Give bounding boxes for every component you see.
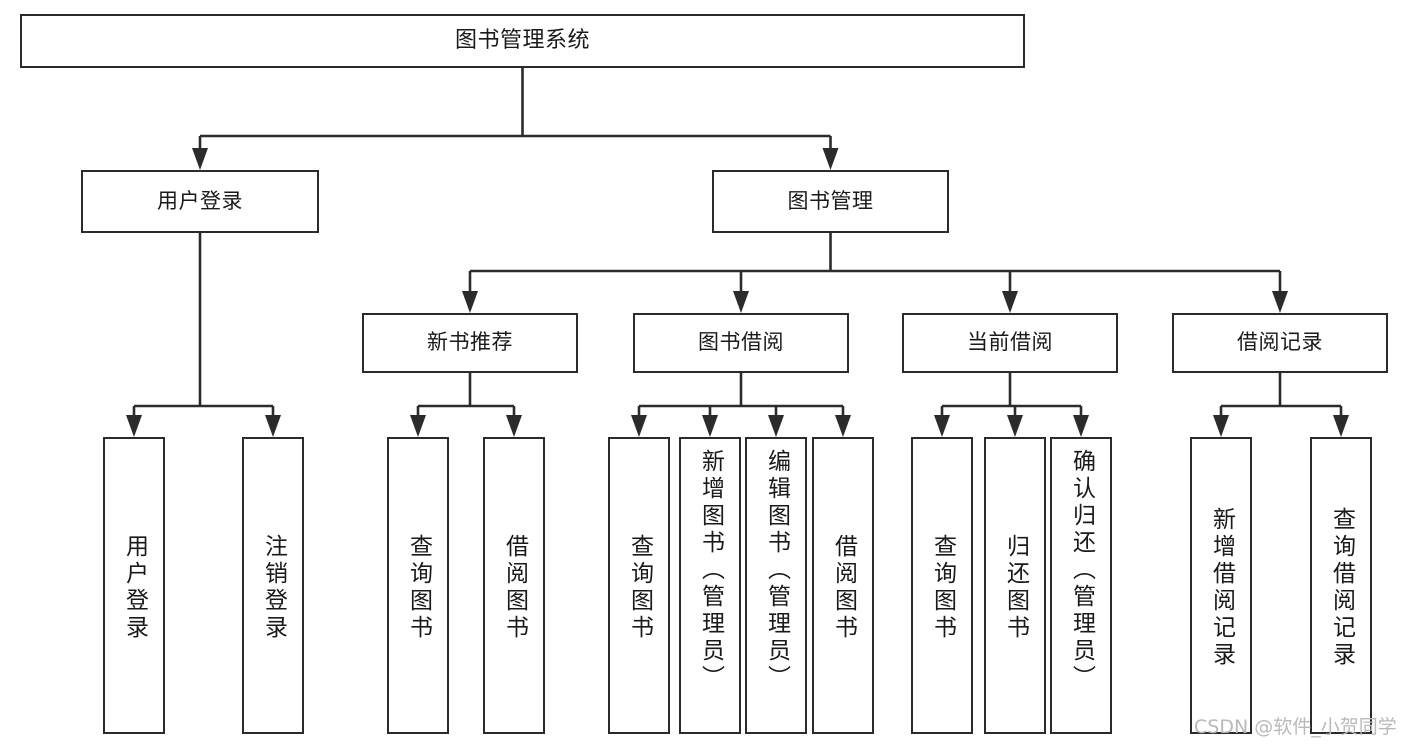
arrowhead-icon	[835, 415, 851, 437]
node-nb_borrow[interactable]: 借阅图书	[483, 437, 545, 734]
arrowhead-icon	[265, 415, 281, 437]
arrowhead-icon	[506, 415, 522, 437]
node-cu_return[interactable]: 归还图书	[984, 437, 1046, 734]
arrowhead-icon	[733, 291, 749, 313]
arrowhead-icon	[1333, 415, 1349, 437]
arrowhead-icon	[410, 415, 426, 437]
arrowhead-icon	[934, 415, 950, 437]
node-bo_add[interactable]: 新增图书（管理员）	[679, 437, 741, 734]
node-label: 当前借阅	[967, 330, 1053, 355]
node-label: 用户登录	[121, 533, 148, 642]
arrowhead-icon	[1007, 415, 1023, 437]
watermark-label: CSDN @软件_小贺同学	[1194, 716, 1397, 738]
node-label: 查询借阅记录	[1328, 506, 1355, 669]
node-nb_query[interactable]: 查询图书	[387, 437, 449, 734]
node-current[interactable]: 当前借阅	[902, 313, 1118, 373]
arrowhead-icon	[1272, 291, 1288, 313]
node-label: 借阅图书	[830, 533, 857, 642]
node-label: 图书借阅	[698, 330, 784, 355]
node-label: 借阅记录	[1237, 330, 1323, 355]
node-bo_lend[interactable]: 借阅图书	[812, 437, 874, 734]
node-records[interactable]: 借阅记录	[1172, 313, 1388, 373]
node-bookmgmt[interactable]: 图书管理	[712, 170, 949, 233]
node-label: 查询图书	[626, 533, 653, 642]
node-bo_edit[interactable]: 编辑图书（管理员）	[745, 437, 807, 734]
node-login_in[interactable]: 用户登录	[103, 437, 165, 734]
arrowhead-icon	[192, 148, 208, 170]
node-label: 查询图书	[405, 533, 432, 642]
node-label: 新增借阅记录	[1208, 506, 1235, 669]
node-login[interactable]: 用户登录	[81, 170, 319, 233]
arrowhead-icon	[1002, 291, 1018, 313]
arrowhead-icon	[822, 148, 839, 170]
node-label: 编辑图书（管理员）	[763, 449, 790, 692]
node-root[interactable]: 图书管理系统	[20, 14, 1025, 68]
node-borrow[interactable]: 图书借阅	[633, 313, 849, 373]
arrowhead-icon	[126, 415, 142, 437]
arrowhead-icon	[462, 291, 478, 313]
node-login_out[interactable]: 注销登录	[242, 437, 304, 734]
node-label: 注销登录	[260, 533, 287, 642]
node-label: 用户登录	[157, 188, 243, 213]
arrowhead-icon	[1213, 415, 1229, 437]
node-label: 图书管理系统	[454, 27, 590, 53]
node-cu_confirm[interactable]: 确认归还（管理员）	[1050, 437, 1112, 734]
node-label: 新增图书（管理员）	[697, 449, 724, 692]
node-label: 图书管理	[787, 188, 874, 213]
arrowhead-icon	[702, 415, 718, 437]
node-rc_add[interactable]: 新增借阅记录	[1190, 437, 1252, 734]
arrowhead-icon	[768, 415, 784, 437]
arrowhead-icon	[1073, 415, 1089, 437]
node-bo_query[interactable]: 查询图书	[608, 437, 670, 734]
node-cu_query[interactable]: 查询图书	[911, 437, 973, 734]
node-newbook[interactable]: 新书推荐	[362, 313, 578, 373]
node-label: 新书推荐	[427, 330, 513, 355]
node-label: 确认归还（管理员）	[1068, 449, 1095, 692]
node-label: 借阅图书	[501, 533, 528, 642]
arrowhead-icon	[631, 415, 647, 437]
node-label: 查询图书	[929, 533, 956, 642]
node-rc_query[interactable]: 查询借阅记录	[1310, 437, 1372, 734]
node-label: 归还图书	[1002, 533, 1029, 642]
